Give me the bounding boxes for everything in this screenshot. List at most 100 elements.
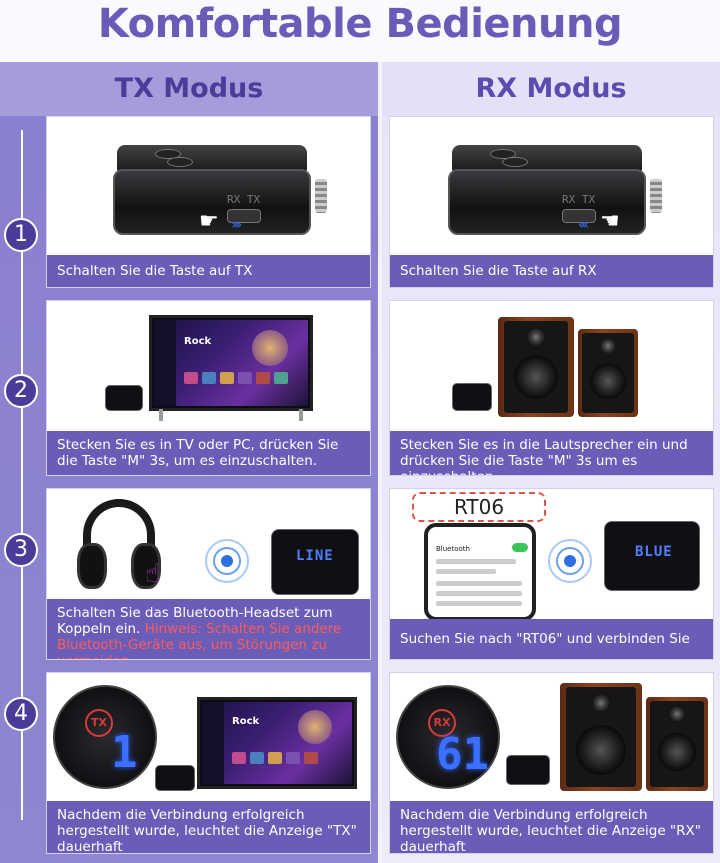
rx-step3-image: Bluetooth RT06 BLUE bbox=[390, 489, 713, 621]
speaker-right bbox=[578, 329, 638, 417]
phone-text-line bbox=[436, 601, 522, 606]
tx-step4-image: TX 1 Rock bbox=[47, 673, 370, 797]
album-thumb bbox=[232, 752, 246, 764]
tv-screen: Rock bbox=[154, 320, 308, 406]
headphone-cup bbox=[131, 543, 161, 589]
rca-connector bbox=[650, 179, 662, 213]
receiver-device bbox=[448, 169, 646, 235]
signal-dot bbox=[564, 555, 576, 567]
phone-text-line bbox=[436, 581, 522, 586]
tweeter bbox=[528, 329, 544, 345]
device-name-highlight: RT06 bbox=[412, 492, 546, 522]
arrow-right-icon: ››› bbox=[231, 217, 242, 233]
rx-step3-caption: Suchen Sie nach "RT06" und verbinden Sie… bbox=[390, 619, 713, 659]
rx-step2-caption: Stecken Sie es in die Lautsprecher ein u… bbox=[390, 431, 713, 475]
tweeter bbox=[601, 339, 615, 353]
tx-step3-card: ☝ LINE Schalten Sie das Bluetooth-Headse… bbox=[46, 488, 371, 660]
switch-label: RX TX bbox=[227, 193, 261, 206]
device-top bbox=[117, 145, 307, 171]
tx-badge: TX bbox=[85, 709, 113, 737]
hand-pointer-icon: ☛ bbox=[199, 209, 219, 234]
tweeter bbox=[593, 695, 609, 711]
arrow-left-icon: ‹‹‹ bbox=[578, 217, 589, 233]
speaker-face bbox=[582, 333, 634, 413]
rx-step1-card: RX TX ‹‹‹ ☚ Schalten Sie die Taste auf R… bbox=[389, 116, 714, 288]
rx-badge: RX bbox=[428, 709, 456, 737]
tx-step1-image: RX TX ☛ ››› bbox=[47, 117, 370, 257]
phone-text-line bbox=[436, 559, 516, 564]
album-thumb bbox=[202, 372, 216, 384]
mode-switch bbox=[227, 209, 261, 223]
tx-step4-caption: Nachdem die Verbindung erfolgreich herge… bbox=[47, 801, 370, 853]
phone-header: Bluetooth bbox=[436, 545, 470, 553]
mode-switch bbox=[562, 209, 596, 223]
headphones-icon bbox=[77, 499, 161, 595]
signal-wave bbox=[548, 539, 592, 583]
woofer bbox=[590, 363, 626, 399]
hand-pointer-icon: ☚ bbox=[600, 209, 620, 234]
album-thumb bbox=[274, 372, 288, 384]
rx-step2-card: Stecken Sie es in die Lautsprecher ein u… bbox=[389, 300, 714, 476]
tweeter bbox=[670, 707, 684, 721]
lcd-text: BLUE bbox=[635, 544, 673, 560]
rx-step1-image: RX TX ‹‹‹ ☚ bbox=[390, 117, 713, 257]
album-thumb bbox=[286, 752, 300, 764]
receiver-mini bbox=[452, 383, 492, 411]
tx-step4-card: TX 1 Rock Nachdem die Verbindung erfolgr… bbox=[46, 672, 371, 854]
rx-step2-image bbox=[390, 301, 713, 429]
transmitter-mini bbox=[105, 385, 143, 411]
tv-screen: Rock bbox=[202, 702, 352, 784]
phone-text-line bbox=[436, 569, 496, 574]
transmitter-device bbox=[113, 169, 311, 235]
rca-connector bbox=[315, 179, 327, 213]
woofer bbox=[576, 725, 626, 775]
page-title: Komfortable Bedienung bbox=[0, 0, 720, 62]
bluetooth-signal-icon bbox=[548, 539, 592, 583]
device-top bbox=[452, 145, 642, 171]
indicator-digit: 1 bbox=[111, 727, 138, 778]
rx-step4-card: RX 61 Nachdem die Verbindung erfolgreich… bbox=[389, 672, 714, 854]
rx-step3-card: Bluetooth RT06 BLUE Suchen Sie nach "RT0… bbox=[389, 488, 714, 660]
receiver-mini bbox=[506, 755, 550, 785]
album-thumb bbox=[304, 752, 318, 764]
speaker-right bbox=[646, 697, 708, 791]
album-thumb bbox=[220, 372, 234, 384]
rx-step4-image: RX 61 bbox=[390, 673, 713, 797]
tx-step3-warning: Hinweis: Schalten Sie andere Bluetooth-G… bbox=[57, 621, 342, 659]
bluetooth-toggle bbox=[512, 543, 528, 552]
tv-heading: Rock bbox=[232, 716, 260, 727]
speaker-left bbox=[560, 683, 642, 791]
transmitter-mini bbox=[155, 765, 195, 791]
signal-wave bbox=[205, 539, 249, 583]
indicator-zoom: TX 1 bbox=[53, 685, 157, 789]
bluetooth-signal-icon bbox=[205, 539, 249, 583]
tx-step1-card: RX TX ☛ ››› Schalten Sie die Taste auf T… bbox=[46, 116, 371, 288]
tv: Rock bbox=[149, 315, 313, 411]
tv-sidebar bbox=[202, 702, 224, 784]
rx-step4-caption: Nachdem die Verbindung erfolgreich herge… bbox=[390, 801, 713, 853]
tx-step3-caption: Schalten Sie das Bluetooth-Headset zum K… bbox=[47, 599, 370, 659]
hand-tap-icon: ☝ bbox=[145, 559, 161, 589]
headphone-band bbox=[83, 499, 155, 555]
tv-sidebar bbox=[154, 320, 176, 406]
album-thumb bbox=[268, 752, 282, 764]
signal-dot bbox=[221, 555, 233, 567]
speaker-face bbox=[504, 321, 568, 413]
tv-stand bbox=[159, 409, 163, 421]
receiver-display: BLUE bbox=[604, 521, 700, 591]
phone: Bluetooth bbox=[424, 523, 536, 621]
woofer bbox=[658, 733, 696, 771]
step-connector-line bbox=[21, 130, 23, 820]
tx-step1-caption: Schalten Sie die Taste auf TX bbox=[47, 255, 370, 287]
step-number-4: 4 bbox=[4, 697, 38, 731]
speaker-face bbox=[566, 687, 636, 787]
switch-label: RX TX bbox=[562, 193, 596, 206]
indicator-digit: 61 bbox=[436, 729, 489, 780]
tx-mode-heading: TX Modus bbox=[0, 62, 378, 116]
artist-image bbox=[252, 330, 288, 366]
album-thumb bbox=[238, 372, 252, 384]
rx-mode-heading: RX Modus bbox=[382, 62, 720, 116]
speaker-face bbox=[650, 701, 704, 787]
tx-step3-image: ☝ LINE bbox=[47, 489, 370, 601]
tv-heading: Rock bbox=[184, 336, 212, 347]
